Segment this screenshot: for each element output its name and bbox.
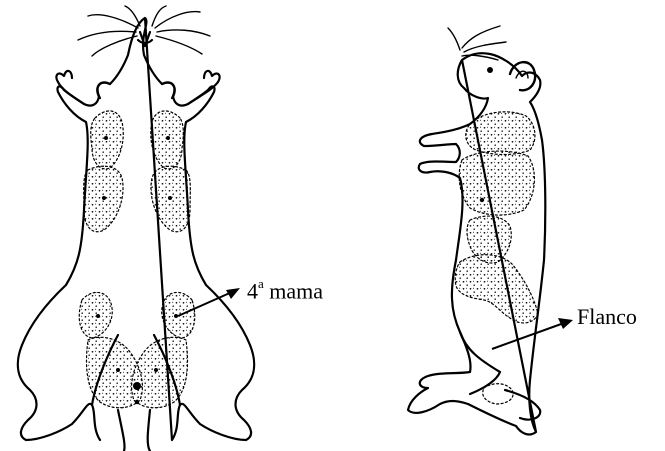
inguinal-outline-lateral xyxy=(483,384,513,404)
ear-right xyxy=(162,82,175,98)
tail-base xyxy=(118,410,150,451)
forepaw-left xyxy=(56,71,84,104)
eye-lateral xyxy=(487,67,493,73)
label-mama-ordinal: a xyxy=(258,276,264,291)
whiskers-right-mouse xyxy=(448,26,506,60)
mouse-ventral-view xyxy=(18,6,254,451)
mammary-glands-lateral xyxy=(455,112,538,323)
label-mama-word: mama xyxy=(264,278,323,303)
nipple-lateral xyxy=(480,198,484,202)
hind-leg-lateral xyxy=(460,332,500,394)
label-fourth-mama: 4a mama xyxy=(247,278,323,304)
mammary-glands-ventral xyxy=(79,111,195,408)
tail-lateral xyxy=(505,390,540,420)
arrow-flanco xyxy=(492,318,573,349)
label-mama-number: 4 xyxy=(247,278,258,303)
label-flanco: Flanco xyxy=(577,304,637,330)
ear-left xyxy=(97,82,110,98)
mouse-lateral-view xyxy=(408,26,545,434)
